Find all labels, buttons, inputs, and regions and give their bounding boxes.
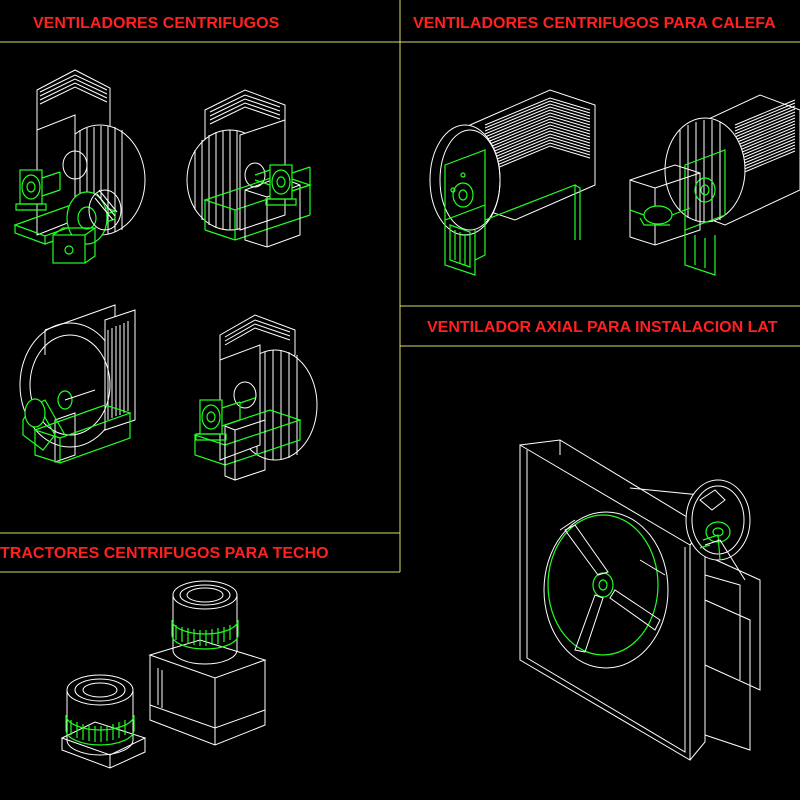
axial-fan — [519, 439, 761, 761]
roof-extractor-large — [148, 580, 267, 746]
section-separators — [0, 0, 800, 573]
roof-extractor-small — [60, 674, 147, 769]
centrifugal-fan-4 — [193, 314, 318, 481]
title-ventilador-axial: VENTILADOR AXIAL PARA INSTALACION LAT — [427, 319, 778, 336]
heating-fan-1 — [429, 89, 596, 276]
centrifugal-fan-2 — [186, 89, 312, 248]
title-ventiladores-centrifugos: VENTILADORES CENTRIFUGOS — [33, 15, 280, 32]
centrifugal-fan-3 — [19, 304, 136, 464]
centrifugal-fan-1 — [14, 69, 146, 264]
title-ventiladores-calefaccion: VENTILADORES CENTRIFUGOS PARA CALEFA — [413, 15, 776, 32]
heating-fan-2 — [629, 94, 800, 276]
title-extractores-techo: TRACTORES CENTRIFUGOS PARA TECHO — [0, 545, 329, 562]
